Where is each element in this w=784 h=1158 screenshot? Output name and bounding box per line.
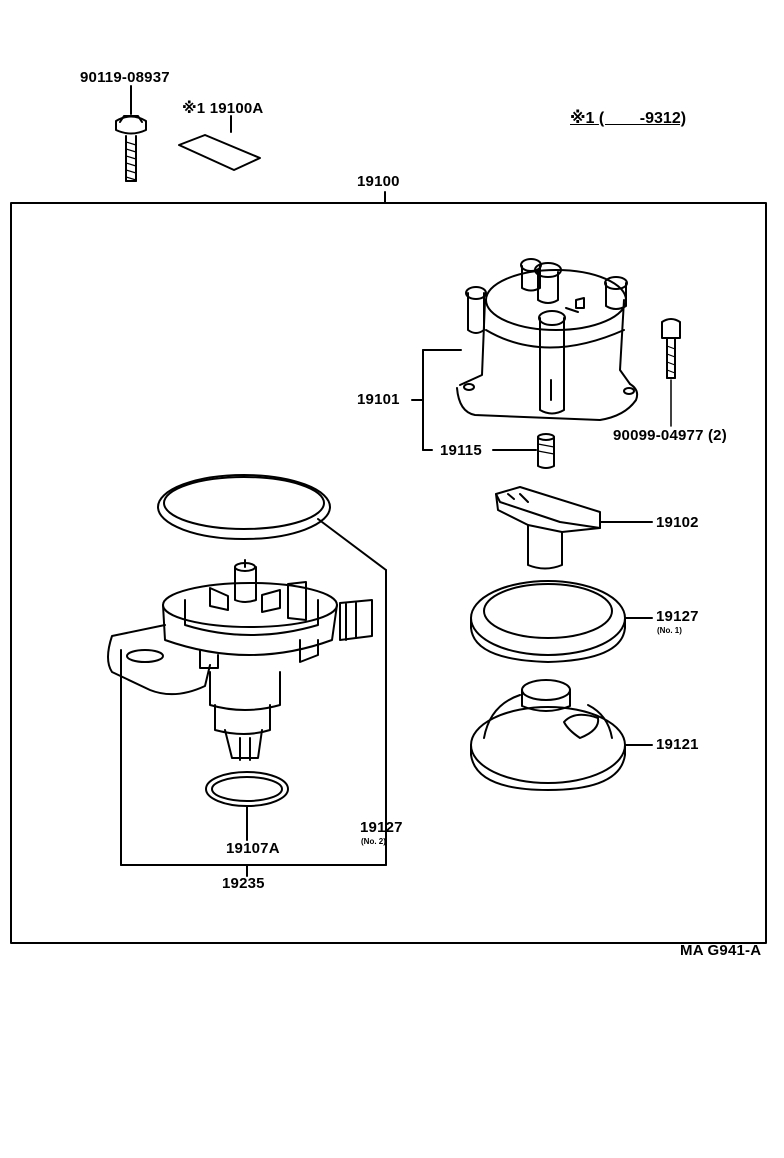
gasket-no1-icon (470, 580, 653, 663)
part-label-cover: 19121 (656, 736, 699, 753)
figure-code: MA G941-A (680, 942, 762, 959)
part-label-carbon: 19115 (440, 442, 482, 459)
part-label-cap: 19101 (357, 391, 400, 408)
part-label-gasket-2: 19127 (360, 819, 403, 836)
part-label-housing: 19235 (222, 875, 265, 892)
housing-bracket (120, 649, 387, 877)
note-mark: ※1 (570, 110, 595, 127)
part-label-rotor: 19102 (656, 514, 699, 531)
carbon-brush-icon (537, 433, 555, 469)
part-label-gasket-2-sub: (No. 2) (361, 837, 386, 846)
assembly-frame (10, 202, 767, 944)
note-range: ( -9312) (598, 110, 687, 127)
cap-screw-icon (661, 318, 681, 427)
applicability-note: ※1 ( -9312) (570, 110, 686, 128)
part-label-cap-screw: 90099-04977 (2) (613, 427, 727, 444)
part-label-label-plate: ※1 19100A (182, 100, 264, 117)
distributor-cap-icon (456, 258, 639, 421)
rotor-icon (495, 486, 653, 570)
distributor-housing-icon (107, 559, 373, 761)
part-label-gasket-1-sub: (No. 1) (657, 626, 682, 635)
part-label-gasket-1: 19127 (656, 608, 699, 625)
label-plate-icon (178, 115, 261, 171)
gasket-no2-icon (157, 474, 387, 866)
part-label-bolt: 90119-08937 (80, 69, 170, 86)
cap-bracket (411, 349, 537, 451)
bolt-icon (115, 89, 147, 182)
distributor-cover-icon (470, 679, 653, 791)
o-ring-icon (205, 771, 289, 841)
part-label-assembly: 19100 (357, 173, 400, 190)
part-label-o-ring: 19107A (226, 840, 280, 857)
